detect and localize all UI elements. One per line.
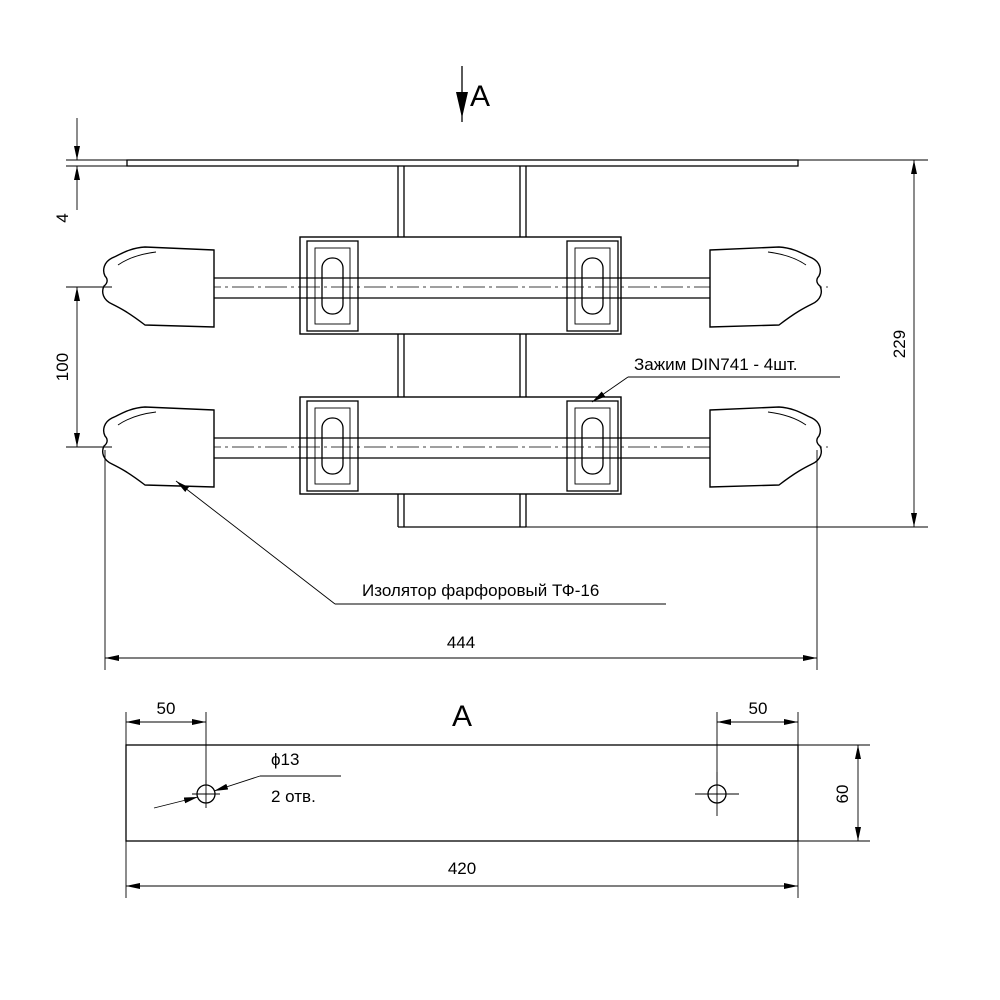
total-height-value: 229 [890, 330, 909, 358]
dim-spacing: 100 [53, 286, 112, 448]
spacing-value: 100 [53, 353, 72, 381]
leader-hole-diameter: ϕ13 2 отв. [153, 750, 341, 809]
view-title: A [452, 700, 472, 733]
lower-bracket [299, 396, 622, 495]
top-plate [126, 159, 799, 167]
base-plate [125, 744, 799, 842]
dim-base-width: 60 [798, 744, 870, 842]
dim-plate-thickness: 4 [53, 118, 127, 223]
hole-diameter-value: ϕ13 [271, 750, 299, 769]
plate-thickness-value: 4 [53, 213, 72, 222]
dim-hole-offset-left: 50 [125, 699, 207, 785]
upper-bracket [299, 236, 622, 335]
hole-offset-left-value: 50 [157, 699, 176, 718]
dim-total-width: 444 [104, 450, 818, 670]
leader-insulator: Изолятор фарфоровый ТФ-16 [175, 480, 666, 605]
front-view [99, 159, 829, 528]
insulator-label: Изолятор фарфоровый ТФ-16 [362, 581, 599, 600]
total-width-value: 444 [447, 633, 475, 652]
dim-total-height: 229 [526, 159, 928, 528]
clamp-label: Зажим DIN741 - 4шт. [634, 355, 797, 374]
base-width-value: 60 [833, 785, 852, 804]
dim-base-length: 420 [125, 841, 799, 898]
dim-hole-offset-right: 50 [716, 699, 799, 785]
leader-clamp: Зажим DIN741 - 4шт. [591, 355, 840, 403]
section-marker-label: A [470, 80, 490, 113]
hole-count-value: 2 отв. [271, 787, 316, 806]
base-length-value: 420 [448, 859, 476, 878]
view-a: A ϕ13 2 отв. 50 [125, 699, 870, 898]
section-arrow-a: A [456, 66, 490, 122]
hole-offset-right-value: 50 [749, 699, 768, 718]
